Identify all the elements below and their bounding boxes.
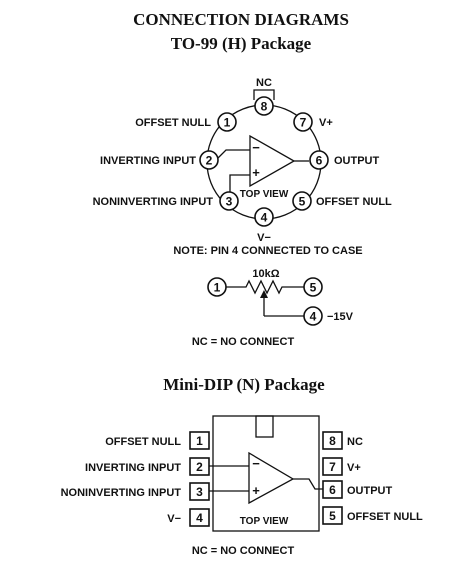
minidip-label-pin-6: OUTPUT (347, 485, 393, 497)
to99-opamp-symbol (249, 134, 296, 188)
svg-text:7: 7 (300, 116, 307, 130)
svg-text:3: 3 (196, 485, 203, 499)
to99-pin-3: 3 (219, 191, 239, 211)
to99-view-label: TOP VIEW (240, 189, 289, 200)
minidip-pin-4: 4 (189, 508, 210, 527)
svg-text:2: 2 (206, 154, 213, 168)
minidip-plus-sign: + (252, 483, 260, 498)
to99-label-pin-8: NC (256, 77, 272, 89)
to99-label-pin-2: INVERTING INPUT (100, 155, 196, 167)
svg-text:3: 3 (226, 195, 233, 209)
to99-label-pin-6: OUTPUT (334, 155, 380, 167)
resistor-value: 10kΩ (252, 268, 279, 280)
minidip-pin-1: 1 (189, 431, 210, 450)
to99-label-pin-7: V+ (319, 117, 333, 129)
minidip-package: − + TOP VIEW 1 2 3 4 8 7 (61, 415, 423, 532)
to99-wire-pin3 (229, 174, 250, 193)
svg-text:6: 6 (329, 483, 336, 497)
nc-note-bottom: NC = NO CONNECT (192, 545, 295, 557)
svg-text:8: 8 (261, 100, 268, 114)
to99-pin-2: 2 (199, 150, 219, 170)
minidip-label-pin-5: OFFSET NULL (347, 511, 423, 523)
minidip-pin-8: 8 (322, 431, 343, 450)
to99-pin-7: 7 (293, 112, 313, 132)
minidip-pin-7: 7 (322, 457, 343, 476)
to99-heading: TO-99 (H) Package (171, 34, 312, 53)
minidip-label-pin-7: V+ (347, 462, 361, 474)
to99-pin-1: 1 (217, 112, 237, 132)
minidip-pin-3: 3 (189, 482, 210, 501)
to99-label-pin-4: V− (257, 232, 271, 244)
svg-text:1: 1 (224, 116, 231, 130)
minidip-pin-6: 6 (322, 480, 343, 499)
minidip-label-pin-4: V− (167, 513, 181, 525)
minidip-opamp-symbol (248, 451, 295, 505)
svg-text:2: 2 (196, 460, 203, 474)
minidip-body-outline (212, 415, 320, 532)
null-pin-5: 5 (303, 277, 323, 297)
minidip-pin-5: 5 (322, 506, 343, 525)
potentiometer-symbol (226, 279, 304, 295)
minidip-pin-2: 2 (189, 457, 210, 476)
minidip-label-pin-8: NC (347, 436, 363, 448)
minidip-label-pin-1: OFFSET NULL (105, 436, 181, 448)
minidip-view-label: TOP VIEW (240, 516, 289, 527)
supply-label: −15V (327, 311, 354, 323)
minidip-minus-sign: − (252, 456, 260, 471)
svg-text:1: 1 (214, 281, 221, 295)
page-title: CONNECTION DIAGRAMS (133, 10, 349, 29)
svg-text:5: 5 (299, 195, 306, 209)
to99-note: NOTE: PIN 4 CONNECTED TO CASE (173, 245, 362, 257)
svg-text:8: 8 (329, 434, 336, 448)
to99-package: − + TOP VIEW 1 2 3 4 5 6 (93, 77, 392, 257)
to99-label-pin-1: OFFSET NULL (135, 117, 211, 129)
null-pin-1: 1 (207, 277, 227, 297)
svg-text:5: 5 (310, 281, 317, 295)
minidip-heading: Mini-DIP (N) Package (163, 375, 325, 394)
svg-text:4: 4 (196, 511, 203, 525)
to99-pin-8: 8 (254, 96, 274, 116)
to99-minus-sign: − (252, 140, 260, 155)
to99-pin-6: 6 (309, 150, 329, 170)
svg-text:4: 4 (310, 310, 317, 324)
svg-text:6: 6 (316, 154, 323, 168)
to99-tab (253, 89, 275, 100)
potentiometer-arrow (260, 290, 268, 298)
to99-label-pin-5: OFFSET NULL (316, 196, 392, 208)
to99-pin-4: 4 (254, 207, 274, 227)
svg-text:4: 4 (261, 211, 268, 225)
to99-label-pin-3: NONINVERTING INPUT (93, 196, 214, 208)
to99-wire-pin2 (215, 149, 250, 161)
svg-text:1: 1 (196, 434, 203, 448)
to99-plus-sign: + (252, 165, 260, 180)
to99-pin-5: 5 (292, 191, 312, 211)
offset-null-circuit: 1 5 4 10kΩ −15V (207, 268, 354, 326)
minidip-notch (255, 415, 274, 438)
minidip-wire-pin6 (293, 478, 323, 490)
svg-text:5: 5 (329, 509, 336, 523)
nc-note-top: NC = NO CONNECT (192, 336, 295, 348)
minidip-label-pin-2: INVERTING INPUT (85, 462, 181, 474)
svg-text:7: 7 (329, 460, 336, 474)
null-pin-4: 4 (303, 306, 323, 326)
minidip-label-pin-3: NONINVERTING INPUT (61, 487, 182, 499)
